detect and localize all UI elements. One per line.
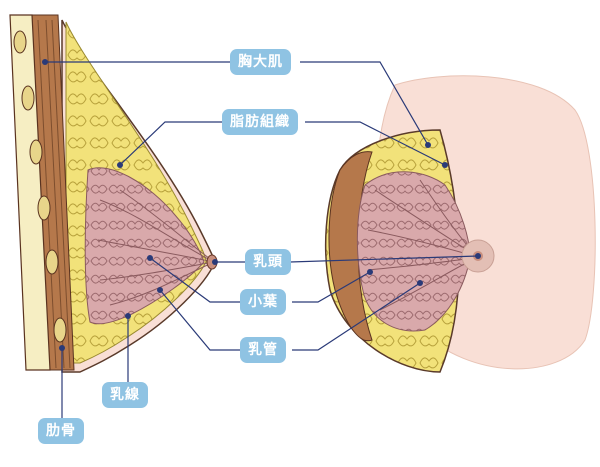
label-fat-tissue: 脂肪組織 — [222, 109, 298, 135]
label-rib: 肋骨 — [38, 418, 84, 444]
label-mammary-gland: 乳線 — [102, 382, 148, 408]
leader-dots — [42, 59, 481, 351]
frontal-section — [324, 75, 596, 373]
label-pectoralis: 胸大肌 — [230, 49, 291, 75]
ducts-side — [97, 189, 215, 306]
cutaway-muscle — [328, 151, 373, 342]
label-duct: 乳管 — [240, 337, 286, 363]
label-nipple: 乳頭 — [245, 249, 291, 275]
leader-lines — [45, 61, 479, 418]
sagittal-section — [9, 14, 218, 373]
chest-wall-side — [9, 14, 51, 371]
label-lobule: 小葉 — [240, 289, 286, 315]
gland-tissue-side — [84, 167, 205, 325]
rib-sections — [13, 30, 67, 343]
